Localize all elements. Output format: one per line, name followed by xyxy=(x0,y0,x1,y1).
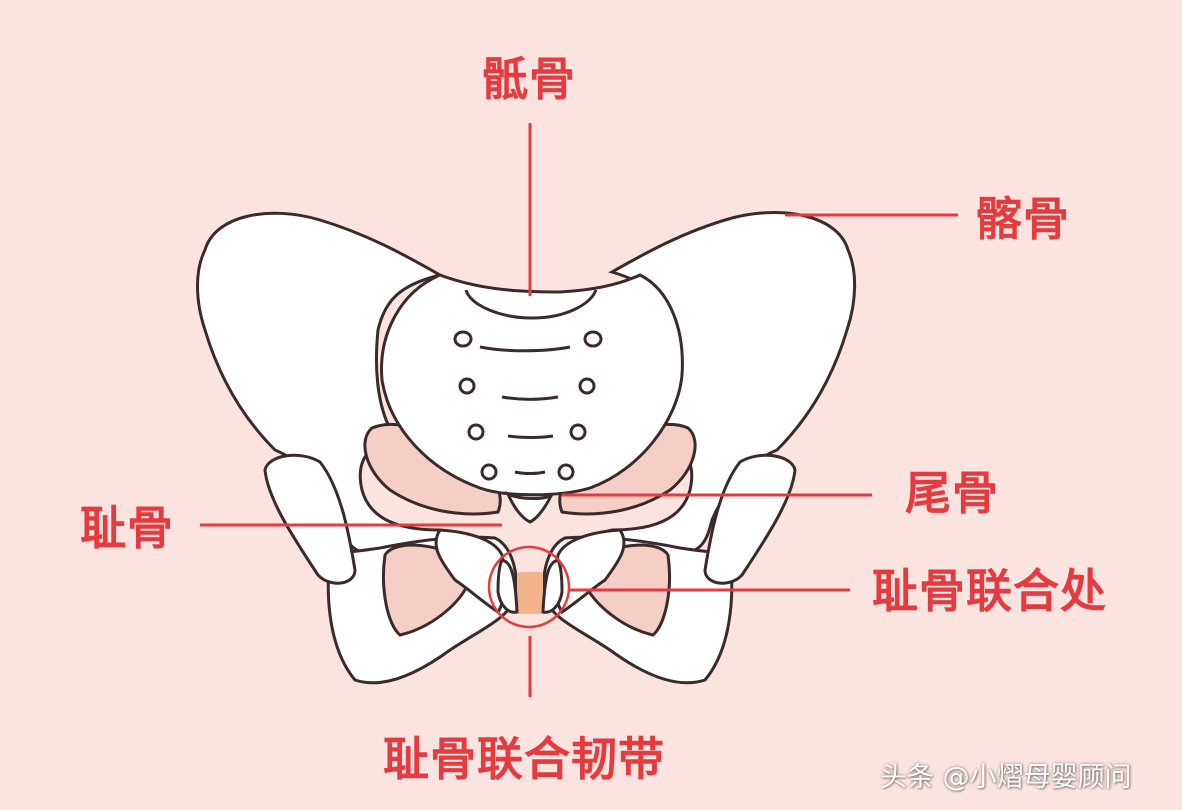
sacral-ridge xyxy=(501,395,559,401)
sacral-foramen xyxy=(458,377,476,395)
label-symphysis-ligament: 耻骨联合韧带 xyxy=(383,732,665,786)
label-pubis: 耻骨 xyxy=(80,501,174,555)
right-pubic-face xyxy=(541,558,564,614)
sacral-foramen xyxy=(578,377,596,395)
right-ilium xyxy=(568,211,857,560)
label-ilium: 髂骨 xyxy=(976,192,1070,246)
symphysis-highlight-circle xyxy=(487,545,571,629)
sacral-foramen xyxy=(480,463,498,481)
sacral-foramen xyxy=(569,423,587,441)
sacral-ridge xyxy=(514,470,546,475)
sacrum-top xyxy=(464,289,598,320)
label-pubic-symphysis: 耻骨联合处 xyxy=(872,564,1107,618)
sacral-ridge xyxy=(479,345,571,353)
left-ilium xyxy=(196,211,484,560)
sacral-foramen xyxy=(557,463,575,481)
coccyx xyxy=(505,490,554,524)
left-hip-pad xyxy=(263,453,357,585)
sacral-foramen xyxy=(467,423,485,441)
symphysis-ligament xyxy=(517,572,543,614)
right-hip-pad xyxy=(703,453,797,585)
sacral-foramen xyxy=(453,330,473,348)
label-coccyx: 尾骨 xyxy=(905,466,999,520)
sacral-ridge xyxy=(507,434,554,439)
sacral-foramen xyxy=(583,330,603,348)
left-pubic-face xyxy=(496,558,519,614)
source-watermark: 头条 @小熠母婴顾问 xyxy=(880,762,1132,793)
sacrum xyxy=(380,273,684,497)
label-sacrum: 骶骨 xyxy=(482,52,576,106)
